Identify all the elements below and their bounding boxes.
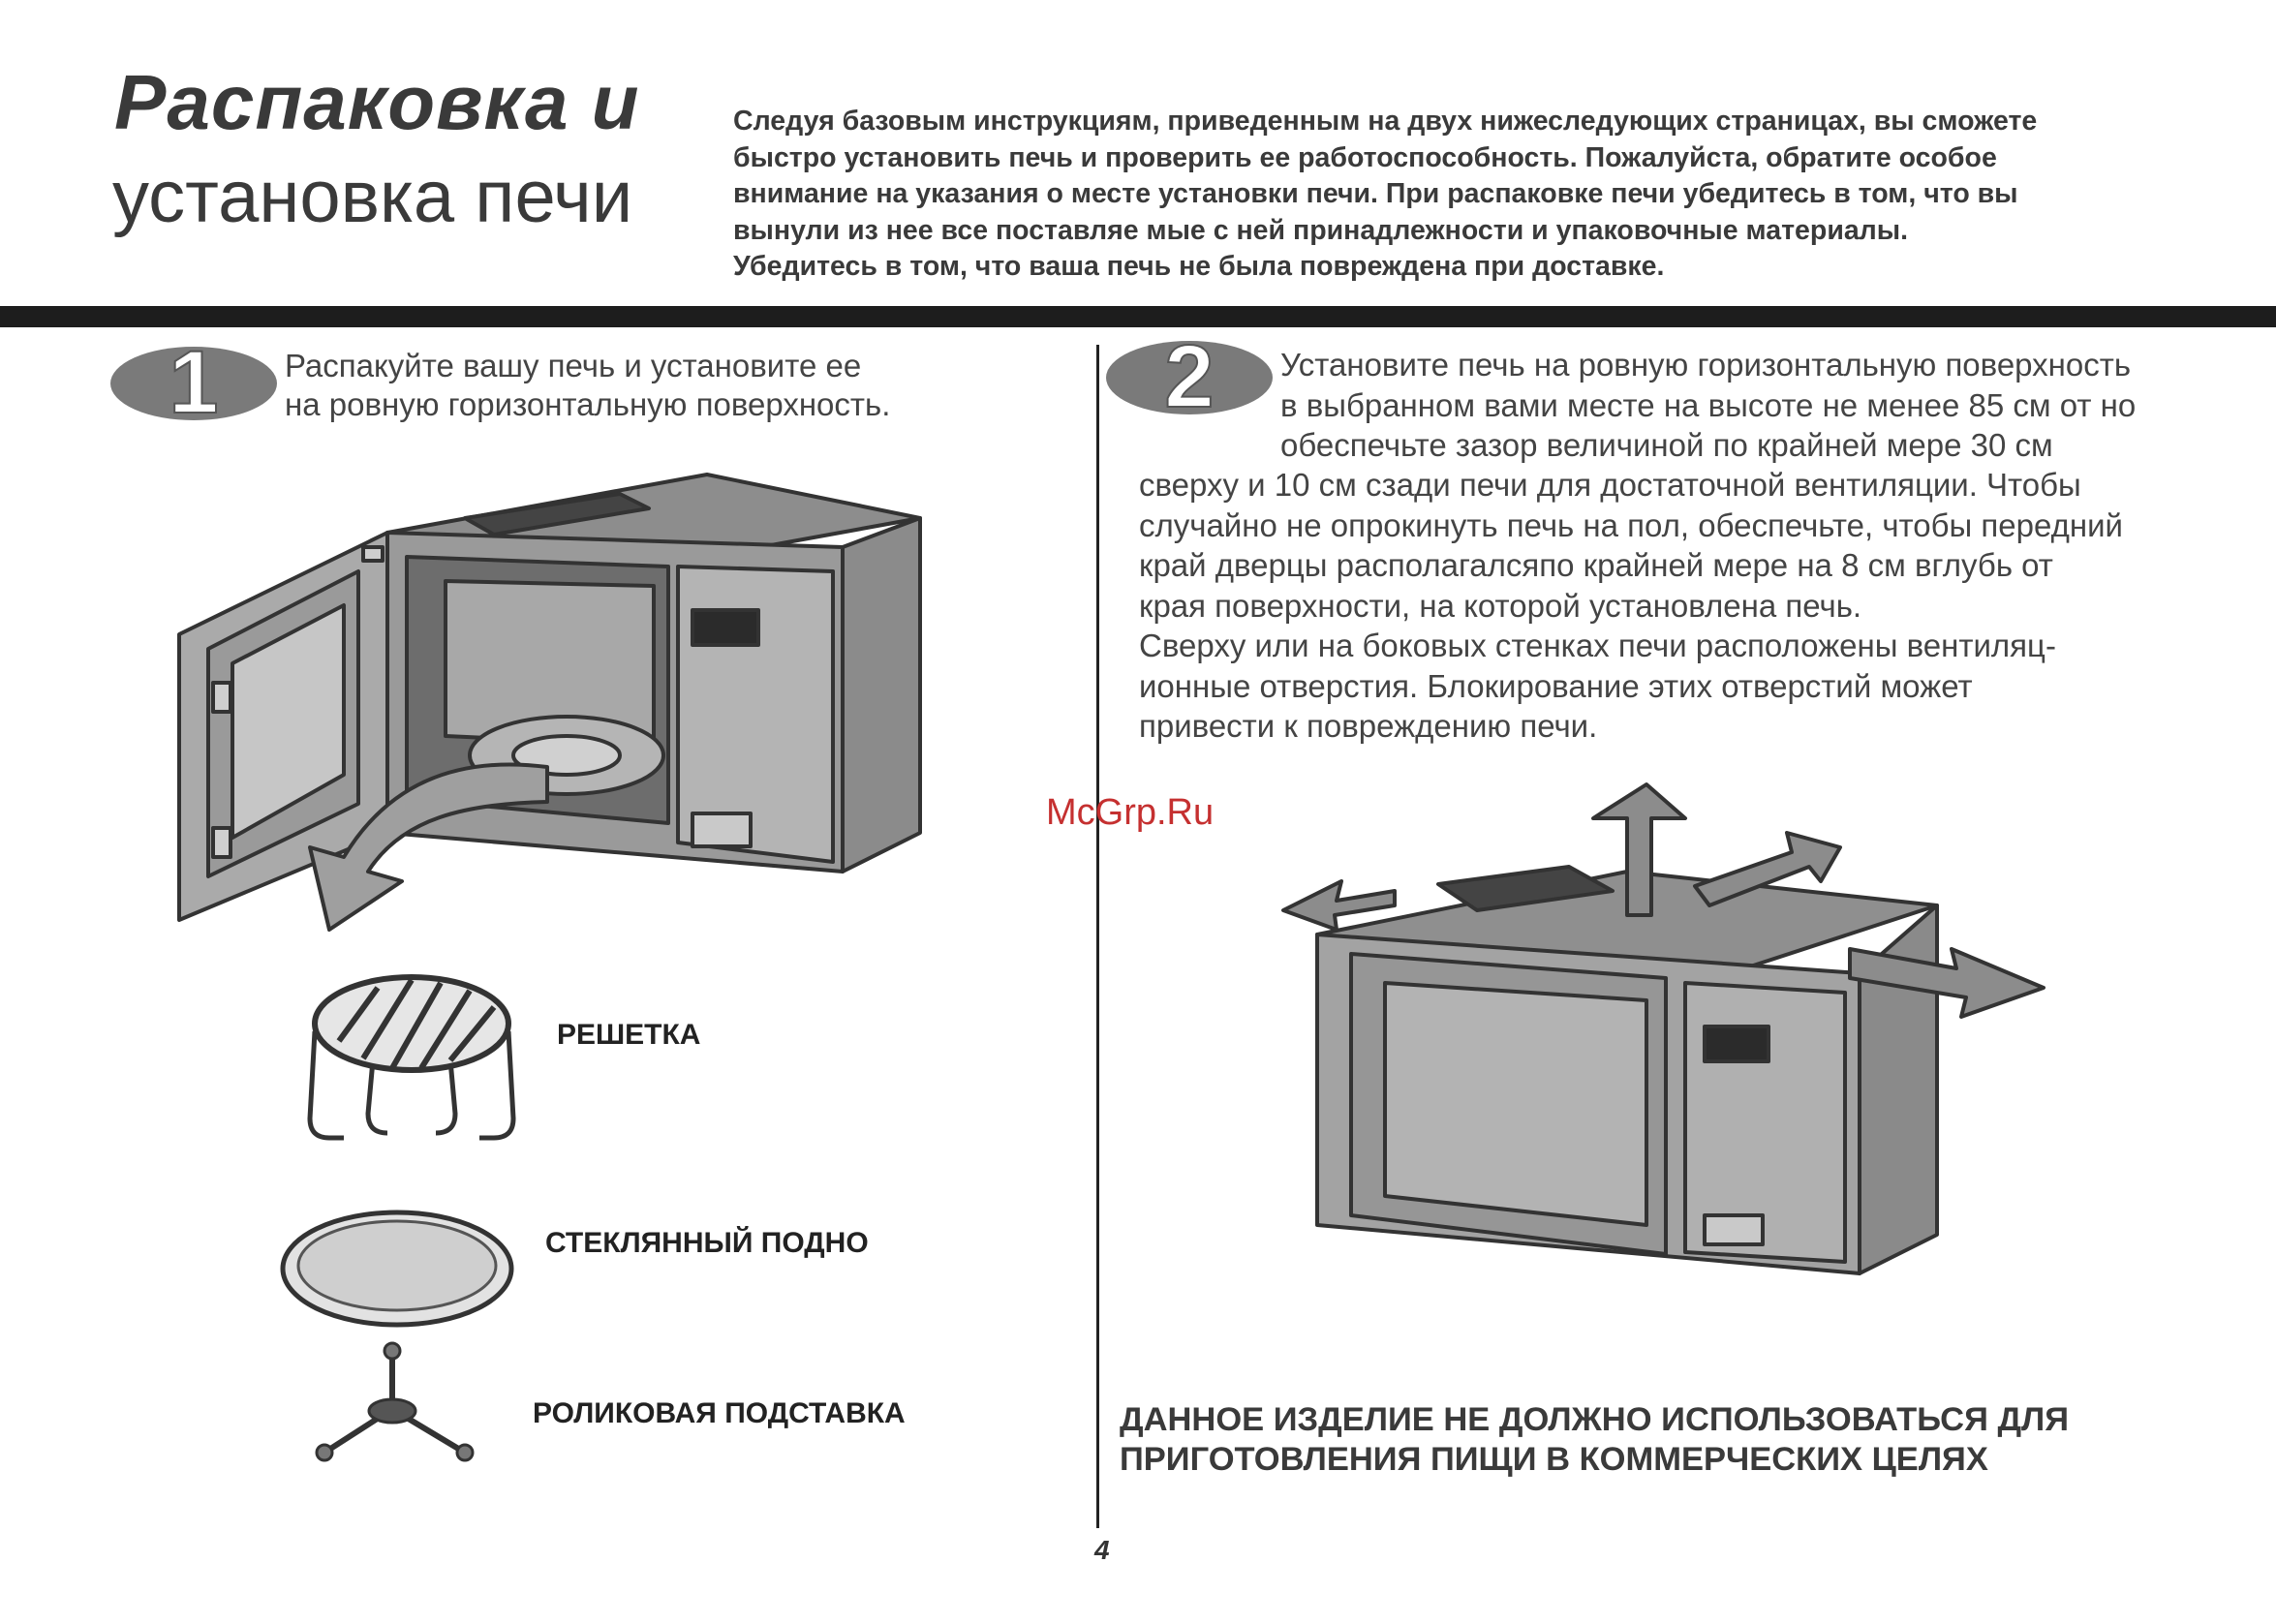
rack-illustration <box>307 974 516 1141</box>
step2-line: Сверху или на боковых стенках печи распо… <box>1139 628 2056 663</box>
step2-line: случайно не опрокинуть печь на пол, обес… <box>1139 506 2123 543</box>
step2-text: сверху и 10 см сзади печи для достаточно… <box>1139 465 2123 747</box>
step1-number: 1 <box>169 345 218 422</box>
step1-line: на ровную горизонтальную поверхность. <box>285 386 891 422</box>
step2-line: привести к повреждению печи. <box>1139 708 1598 744</box>
warning-line: ДАННОЕ ИЗДЕЛИЕ НЕ ДОЛЖНО ИСПОЛЬЗОВАТЬСЯ … <box>1120 1401 2070 1438</box>
step1-line: Распакуйте вашу печь и установите ее <box>285 348 862 383</box>
closed-microwave-illustration <box>1281 782 2045 1275</box>
step2-number: 2 <box>1164 339 1214 416</box>
page-title-line1: Распаковка и <box>114 59 640 145</box>
page-title-line2: установка печи <box>112 156 633 238</box>
warning-line: ПРИГОТОВЛЕНИЯ ПИЩИ В КОММЕРЧЕСКИХ ЦЕЛЯХ <box>1120 1441 1988 1478</box>
watermark: McGrp.Ru <box>1046 792 1215 833</box>
step2-badge: 2 <box>1106 339 1273 416</box>
step2-line: обеспечьте зазор величиной по крайней ме… <box>1280 427 2053 463</box>
step2-line: сверху и 10 см сзади печи для достаточно… <box>1139 467 2081 503</box>
open-microwave-illustration <box>177 473 922 932</box>
intro-line: Следуя базовым инструкциям, приведенным … <box>733 106 2038 137</box>
step2-line: край дверцы располагалсяпо крайней мере … <box>1139 547 2053 583</box>
glass-tray-label: СТЕКЛЯННЫЙ ПОДНО <box>545 1227 869 1259</box>
glass-tray-illustration <box>280 1210 514 1328</box>
step2-line: Установите печь на ровную горизонтальную… <box>1280 347 2132 383</box>
step1-badge: 1 <box>110 345 277 422</box>
rack-label: РЕШЕТКА <box>557 1019 701 1051</box>
intro-line: быстро установить печь и проверить ее ра… <box>733 141 1997 173</box>
column-divider <box>1096 345 1099 1528</box>
roller-ring-label: РОЛИКОВАЯ ПОДСТАВКА <box>533 1397 906 1429</box>
step1-text: Распакуйте вашу печь и установите ее на … <box>285 347 890 424</box>
step2-intro: Установите печь на ровную горизонтальную… <box>1280 345 2136 466</box>
commercial-use-warning: ДАННОЕ ИЗДЕЛИЕ НЕ ДОЛЖНО ИСПОЛЬЗОВАТЬСЯ … <box>1120 1400 2069 1480</box>
header-rule <box>0 306 2276 327</box>
step2-line: в выбранном вами месте на высоте не мене… <box>1280 386 2137 423</box>
step2-line: ионные отверстия. Блокирование этих отве… <box>1139 667 1973 704</box>
intro-line: вынули из нее все поставляе мые с ней пр… <box>733 214 1909 246</box>
step2-line: края поверхности, на которой установлена… <box>1139 587 1862 624</box>
intro-line: внимание на указания о месте установки п… <box>733 178 2018 209</box>
intro-line: Убедитесь в том, что ваша печь не была п… <box>733 251 1665 282</box>
intro-paragraph: Следуя базовым инструкциям, приведенным … <box>733 104 2205 286</box>
page-number: 4 <box>1094 1535 1110 1565</box>
roller-ring-illustration <box>315 1341 475 1462</box>
